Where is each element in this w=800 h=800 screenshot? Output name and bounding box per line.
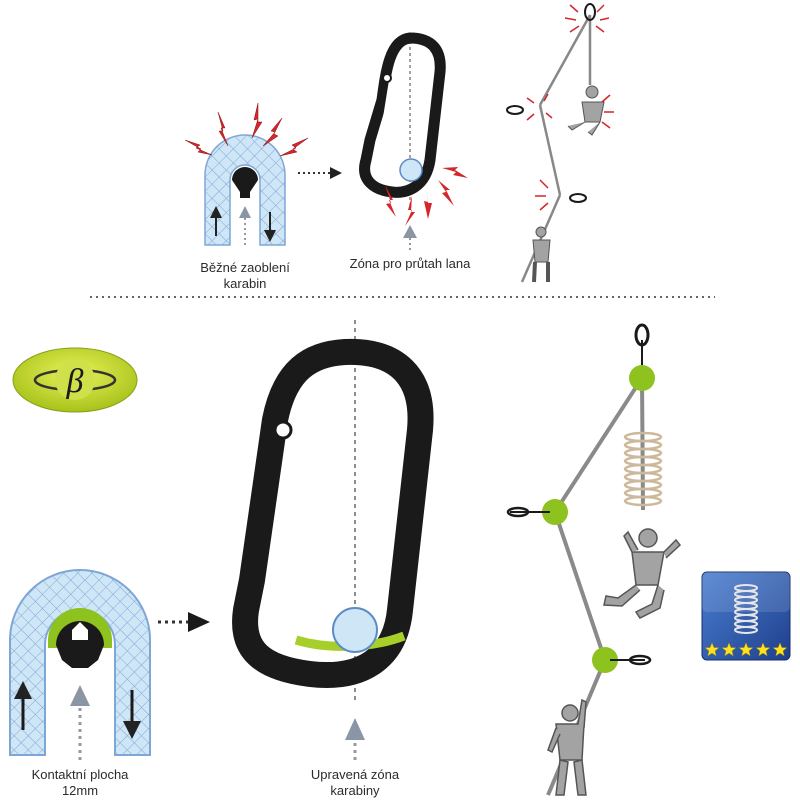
- belayer-icon: [547, 698, 587, 796]
- label-standard-line2: karabin: [223, 276, 267, 291]
- label-standard-line1: Běžné zaoblení: [200, 260, 290, 275]
- standard-carabiner: [359, 32, 446, 205]
- modified-carabiner: [232, 320, 434, 700]
- star-icon: [772, 642, 788, 657]
- svg-text:β: β: [66, 363, 84, 400]
- label-standard-bend: Běžné zaoblení karabin: [170, 260, 320, 292]
- falling-climber-icon: [603, 528, 682, 619]
- star-icon: [721, 642, 737, 657]
- fall-scene-bottom: [506, 323, 682, 796]
- label-modified-line1: Upravená zóna: [310, 767, 400, 782]
- label-contact-area: Kontaktní plocha 12mm: [5, 767, 155, 799]
- label-contact-line2: 12mm: [61, 783, 99, 798]
- arrow-right-icon: [330, 167, 342, 179]
- spring-icon: [623, 431, 663, 507]
- rating-badge: [701, 571, 791, 661]
- contact-rope-bend: [9, 569, 151, 760]
- star-icon: [755, 642, 771, 657]
- label-contact-line1: Kontaktní plocha: [31, 767, 129, 782]
- label-modified-line2: karabiny: [330, 783, 380, 798]
- beta-logo-icon: β: [12, 347, 138, 413]
- stress-bolts-carabiner: [385, 167, 468, 226]
- spring-icon: [734, 584, 758, 634]
- star-icon: [738, 642, 754, 657]
- star-rating: [704, 642, 788, 657]
- arrow-right-icon: [188, 612, 210, 632]
- label-rope-zone: Zóna pro průtah lana: [349, 256, 471, 271]
- fall-scene-top: [506, 3, 614, 283]
- standard-rope-bend: [204, 134, 286, 246]
- stress-bolts-top-left: [184, 102, 309, 157]
- star-icon: [704, 642, 720, 657]
- label-modified-zone: Upravená zóna karabiny: [280, 767, 430, 799]
